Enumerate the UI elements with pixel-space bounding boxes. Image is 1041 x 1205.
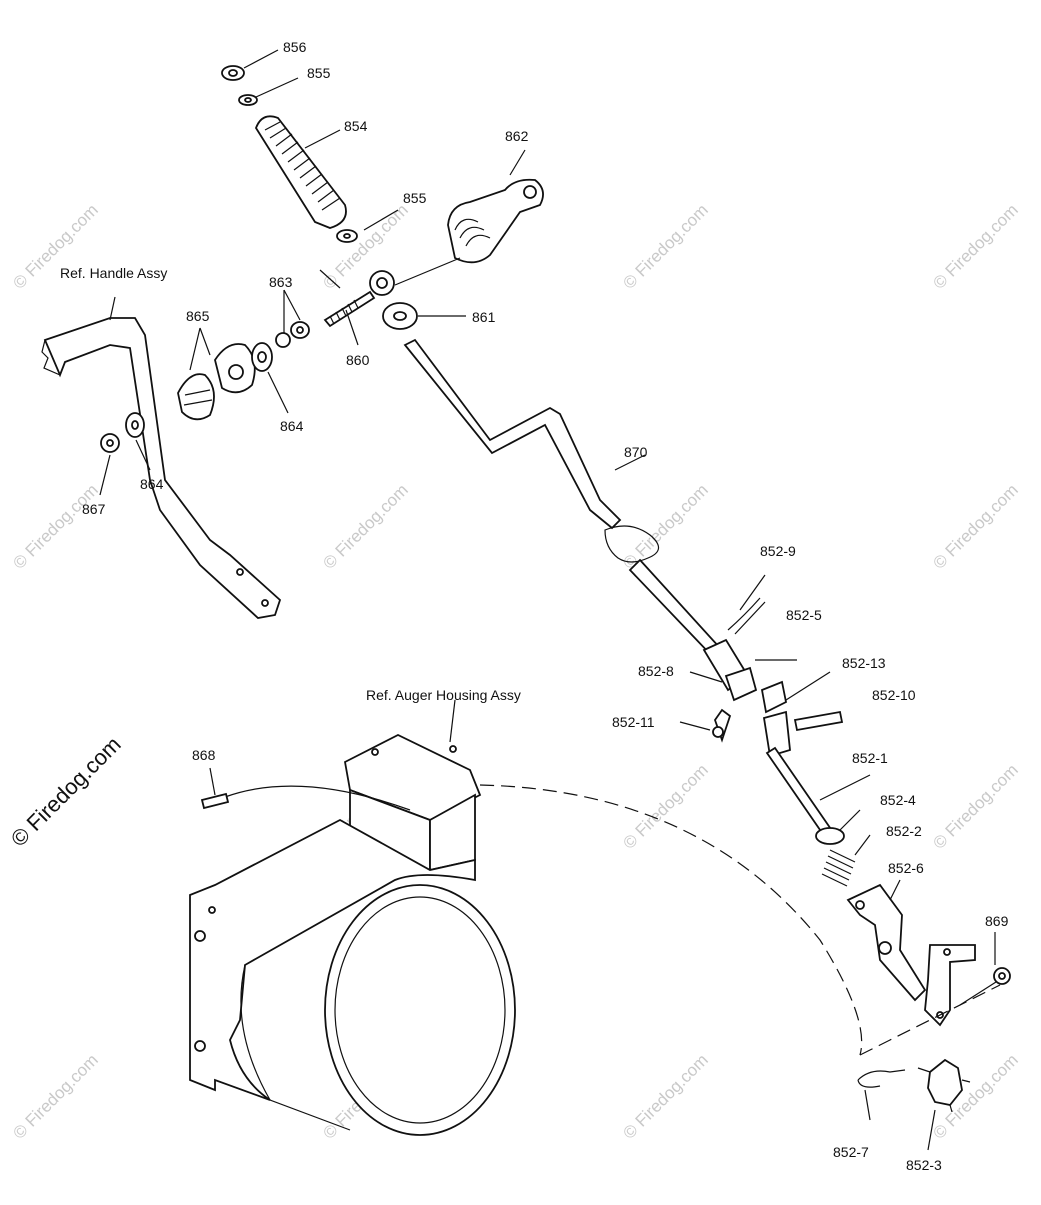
part-labels: 856 855 854 855 862 Ref. Handle Assy 863…	[60, 39, 1009, 1173]
label-869: 869	[985, 913, 1009, 929]
label-870: 870	[624, 444, 648, 460]
watermark: © Firedog.com	[619, 1050, 711, 1142]
ref-auger-label: Ref. Auger Housing Assy	[366, 687, 521, 703]
label-867: 867	[82, 501, 106, 517]
watermark: © Firedog.com	[319, 480, 411, 572]
part-870-rod	[403, 338, 722, 658]
label-868: 868	[192, 747, 216, 763]
label-861: 861	[472, 309, 496, 325]
part-854-grip	[255, 115, 347, 229]
leader-852-4	[839, 809, 861, 831]
part-862-knob	[394, 149, 544, 286]
label-852-2: 852-2	[886, 823, 922, 839]
label-852-3: 852-3	[906, 1157, 942, 1173]
handle-assembly	[41, 296, 282, 619]
label-852-4: 852-4	[880, 792, 916, 808]
label-852-7: 852-7	[833, 1144, 869, 1160]
part-855-washer-top	[238, 77, 299, 106]
watermark: © Firedog.com	[929, 760, 1021, 852]
leader-852-8	[689, 671, 723, 683]
watermark: © Firedog.com	[9, 1050, 101, 1142]
label-852-10: 852-10	[872, 687, 916, 703]
part-864-washer	[125, 342, 289, 471]
watermark: © Firedog.com	[619, 200, 711, 292]
watermark: © Firedog.com	[929, 480, 1021, 572]
label-852-13: 852-13	[842, 655, 886, 671]
side-watermark: © Firedog.com	[6, 732, 126, 852]
part-855-washer	[336, 209, 399, 243]
label-863: 863	[269, 274, 293, 290]
label-852-11: 852-11	[612, 714, 655, 730]
label-852-9: 852-9	[760, 543, 796, 559]
leader-868	[209, 767, 216, 796]
label-860: 860	[346, 352, 370, 368]
watermark: © Firedog.com	[9, 480, 101, 572]
leader-852-1	[819, 774, 871, 801]
label-864: 864	[140, 476, 164, 492]
part-863-nuts	[275, 289, 310, 348]
part-867-nut	[99, 433, 120, 496]
leader-852-2	[854, 834, 871, 856]
label-864: 864	[280, 418, 304, 434]
part-856-nut	[221, 49, 279, 81]
part-860-eyebolt	[319, 269, 395, 346]
label-852-6: 852-6	[888, 860, 924, 876]
label-852-8: 852-8	[638, 663, 674, 679]
label-855: 855	[307, 65, 331, 81]
leader-852-6	[889, 879, 901, 901]
leader-852-3	[927, 1109, 936, 1151]
ref-handle-label: Ref. Handle Assy	[60, 265, 167, 281]
label-856: 856	[283, 39, 307, 55]
label-855: 855	[403, 190, 427, 206]
leader-852-7	[864, 1089, 871, 1121]
label-854: 854	[344, 118, 368, 134]
label-865: 865	[186, 308, 210, 324]
label-852-1: 852-1	[852, 750, 888, 766]
leader-852-11	[679, 721, 711, 731]
part-865-bushing	[177, 327, 256, 421]
part-861-washer	[382, 302, 466, 330]
dash-leader	[859, 984, 1001, 1056]
watermark: © Firedog.com	[619, 760, 711, 852]
auger-housing	[189, 699, 863, 1136]
label-862: 862	[505, 128, 529, 144]
leader-852-9	[739, 574, 766, 611]
label-852-5: 852-5	[786, 607, 822, 623]
watermark: © Firedog.com	[929, 200, 1021, 292]
part-852-linkage	[702, 597, 1011, 1113]
